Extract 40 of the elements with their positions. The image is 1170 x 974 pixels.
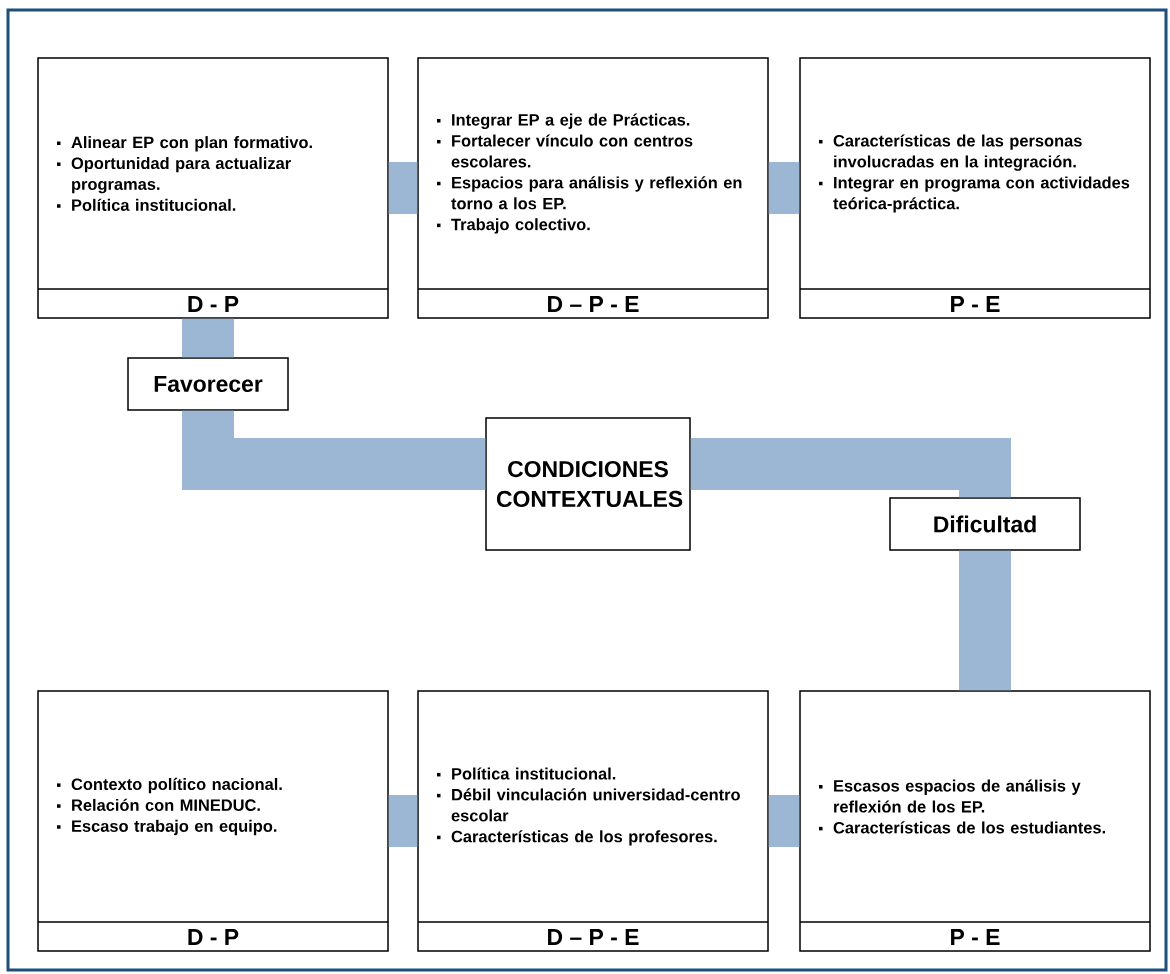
info-card (799, 57, 1151, 319)
bullet-item: Contexto político nacional. (57, 777, 282, 794)
pair-code: P - E (951, 296, 1000, 312)
connector-bar (690, 438, 1011, 498)
pair-code: D - P (188, 929, 239, 945)
connector-bar (182, 410, 486, 490)
bullet-item: Características de los estudiantes. (819, 821, 1105, 834)
bullet-item: Escaso trabajo en equipo. (57, 819, 277, 836)
connector-bar (388, 795, 418, 847)
concept-box: CONDICIONES CONTEXTUALES (485, 417, 691, 551)
info-card (37, 690, 389, 952)
info-card (417, 57, 769, 319)
bullet-item: Integrar EP a eje de Prácticas. (437, 113, 690, 129)
bullet-item: Características de los profesores. (437, 830, 717, 846)
info-card (799, 690, 1151, 952)
pair-code: D – P - E (548, 929, 639, 945)
info-card (417, 690, 769, 952)
bullet-item: Oportunidad para actualizar programas. (57, 157, 291, 194)
connector-bar (768, 162, 800, 214)
connector-bar (768, 795, 800, 847)
bullet-item: Fortalecer vínculo con centros escolares. (437, 134, 693, 168)
pair-code: D - P (188, 296, 239, 312)
bullet-item: Alinear EP con plan formativo. (57, 136, 312, 152)
bullet-item: Débil vinculación universidad-centro escolar (437, 788, 740, 822)
bullet-item: Integrar en programa con actividades teórica-práctica. (819, 176, 1130, 213)
bullet-item: Política institucional. (57, 198, 236, 211)
bullet-item: Trabajo colectivo. (437, 218, 590, 234)
pair-code: D – P - E (548, 296, 639, 312)
connector-bar (959, 550, 1011, 691)
connector-bar (182, 318, 234, 358)
pair-code: P - E (951, 929, 1000, 945)
bullet-item: Espacios para análisis y reflexión en torno a los EP. (437, 176, 742, 210)
bullet-item: Características de las personas involucradas en la integración. (819, 134, 1082, 171)
connector-bar (388, 162, 418, 214)
bullet-item: Escasos espacios de análisis y reflexión de los EP. (819, 779, 1081, 813)
info-card (37, 57, 389, 319)
bullet-item: Política institucional. (437, 767, 616, 780)
label-box: Dificultad (889, 497, 1081, 551)
label-box: Favorecer (127, 357, 289, 411)
bullet-item: Relación con MINEDUC. (57, 798, 260, 811)
